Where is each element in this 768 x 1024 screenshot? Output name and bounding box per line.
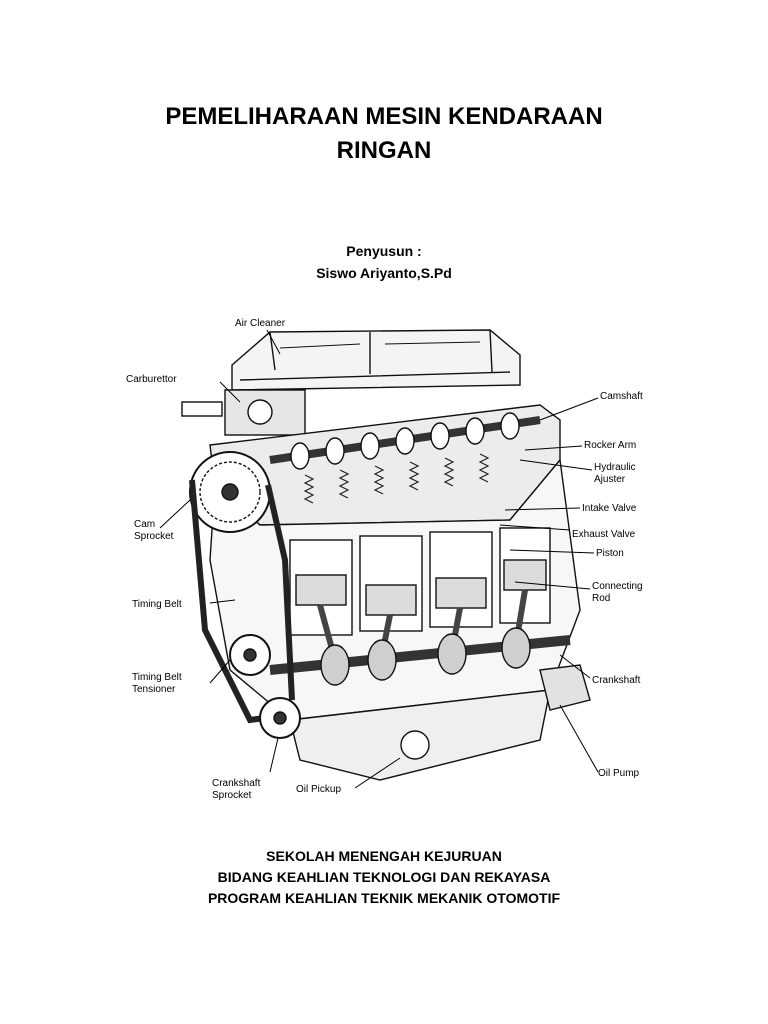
label-cam-sprocket-1: Cam xyxy=(134,519,155,530)
title-line-2: RINGAN xyxy=(336,137,432,164)
label-intake-valve: Intake Valve xyxy=(582,503,637,514)
cam-lobes xyxy=(290,412,520,470)
oil-pickup-screen xyxy=(400,730,430,760)
label-hydraulic-1: Hydraulic xyxy=(594,462,636,473)
oil-pump-body xyxy=(539,664,591,711)
engine-illustration xyxy=(181,329,591,781)
air-cleaner-housing xyxy=(231,329,521,391)
label-crankshaft: Crankshaft xyxy=(592,675,641,686)
pistons xyxy=(295,559,547,616)
label-oil-pump: Oil Pump xyxy=(598,768,640,779)
label-oil-pickup: Oil Pickup xyxy=(296,784,341,795)
label-timing-belt: Timing Belt xyxy=(132,599,182,610)
label-hydraulic-2: Ajuster xyxy=(594,474,626,485)
title-line-1: PEMELIHARAAN MESIN KENDARAAN xyxy=(165,103,603,130)
crank-webs xyxy=(320,627,531,686)
label-camshaft: Camshaft xyxy=(600,391,643,402)
author-block: Penyusun : Siswo Ariyanto,S.Pd xyxy=(0,240,768,284)
footer-line-1: SEKOLAH MENENGAH KEJURUAN xyxy=(266,848,502,864)
footer-line-2: BIDANG KEAHLIAN TEKNOLOGI DAN REKAYASA xyxy=(217,869,551,885)
footer-line-3: PROGRAM KEAHLIAN TEKNIK MEKANIK OTOMOTIF xyxy=(207,890,561,906)
label-rocker-arm: Rocker Arm xyxy=(584,440,636,451)
callout-lines xyxy=(159,329,599,789)
author-name: Siswo Ariyanto,S.Pd xyxy=(316,265,452,281)
label-timing-belt-tensioner-2: Tensioner xyxy=(132,684,176,695)
author-label: Penyusun : xyxy=(346,243,422,259)
label-crankshaft-sprocket-1: Crankshaft xyxy=(212,778,261,789)
label-air-cleaner: Air Cleaner xyxy=(235,318,286,329)
label-connecting-rod-1: Connecting xyxy=(592,581,643,592)
label-piston: Piston xyxy=(596,548,624,559)
institution-block: SEKOLAH MENENGAH KEJURUAN BIDANG KEAHLIA… xyxy=(0,846,768,909)
label-exhaust-valve: Exhaust Valve xyxy=(572,529,636,540)
label-timing-belt-tensioner-1: Timing Belt xyxy=(132,672,182,683)
label-cam-sprocket-2: Sprocket xyxy=(134,531,174,542)
callout-labels: Air Cleaner Carburettor Camshaft Rocker … xyxy=(126,318,643,801)
label-crankshaft-sprocket-2: Sprocket xyxy=(212,790,252,801)
label-connecting-rod-2: Rod xyxy=(592,593,610,604)
label-carburettor: Carburettor xyxy=(126,374,177,385)
document-title: PEMELIHARAAN MESIN KENDARAAN RINGAN xyxy=(0,100,768,168)
valve-springs xyxy=(303,453,490,504)
engine-diagram: Air Cleaner Carburettor Camshaft Rocker … xyxy=(126,318,643,801)
